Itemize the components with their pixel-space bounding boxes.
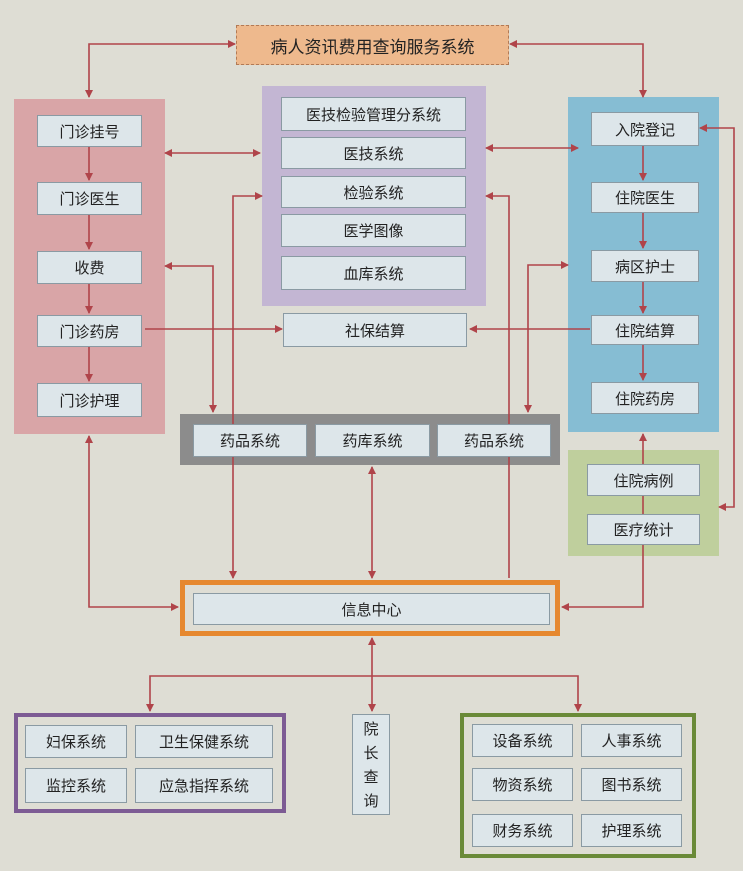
- admin-panel: [460, 713, 696, 858]
- social-security-settlement-box: 社保结算: [283, 313, 467, 347]
- medical-imaging-box: 医学图像: [281, 214, 466, 247]
- president-query-box: 院 长 查 询: [352, 714, 390, 815]
- maternal-health-box: 妇保系统: [25, 725, 127, 758]
- outpatient-registration-box: 门诊挂号: [37, 115, 142, 147]
- lab-system-box: 检验系统: [281, 176, 466, 208]
- inpatient-pharmacy-box: 住院药房: [591, 382, 699, 414]
- public-health-panel: [14, 713, 286, 813]
- ward-nurse-box: 病区护士: [591, 250, 699, 282]
- inpatient-doctor-box: 住院医生: [591, 182, 699, 213]
- monitoring-box: 监控系统: [25, 768, 127, 803]
- drug-system-box-right: 药品系统: [437, 424, 551, 457]
- personnel-system-box: 人事系统: [581, 724, 682, 757]
- emergency-command-box: 应急指挥系统: [135, 768, 273, 803]
- outpatient-doctor-box: 门诊医生: [37, 182, 142, 215]
- blood-bank-box: 血库系统: [281, 256, 466, 290]
- outpatient-nursing-box: 门诊护理: [37, 383, 142, 417]
- patient-fee-query-title: 病人资讯费用查询服务系统: [236, 25, 509, 65]
- finance-system-box: 财务系统: [472, 814, 573, 847]
- charge-box: 收费: [37, 251, 142, 284]
- president-query-char-4: 询: [363, 791, 379, 810]
- medtech-lab-management-box: 医技检验管理分系统: [281, 97, 466, 131]
- inpatient-records-box: 住院病例: [587, 464, 700, 496]
- admission-registration-box: 入院登记: [591, 112, 699, 146]
- president-query-char-1: 院: [363, 719, 379, 738]
- inpatient-settlement-box: 住院结算: [591, 315, 699, 345]
- library-system-box: 图书系统: [581, 768, 682, 801]
- outpatient-pharmacy-box: 门诊药房: [37, 315, 142, 347]
- president-query-char-3: 查: [363, 767, 379, 786]
- materials-system-box: 物资系统: [472, 768, 573, 801]
- drug-warehouse-box: 药库系统: [315, 424, 430, 457]
- president-query-char-2: 长: [363, 743, 379, 762]
- nursing-system-box: 护理系统: [581, 814, 682, 847]
- info-center-box: 信息中心: [193, 593, 550, 625]
- equipment-system-box: 设备系统: [472, 724, 573, 757]
- medical-statistics-box: 医疗统计: [587, 514, 700, 545]
- health-care-box: 卫生保健系统: [135, 725, 273, 758]
- medtech-system-box: 医技系统: [281, 137, 466, 169]
- drug-system-box-left: 药品系统: [193, 424, 307, 457]
